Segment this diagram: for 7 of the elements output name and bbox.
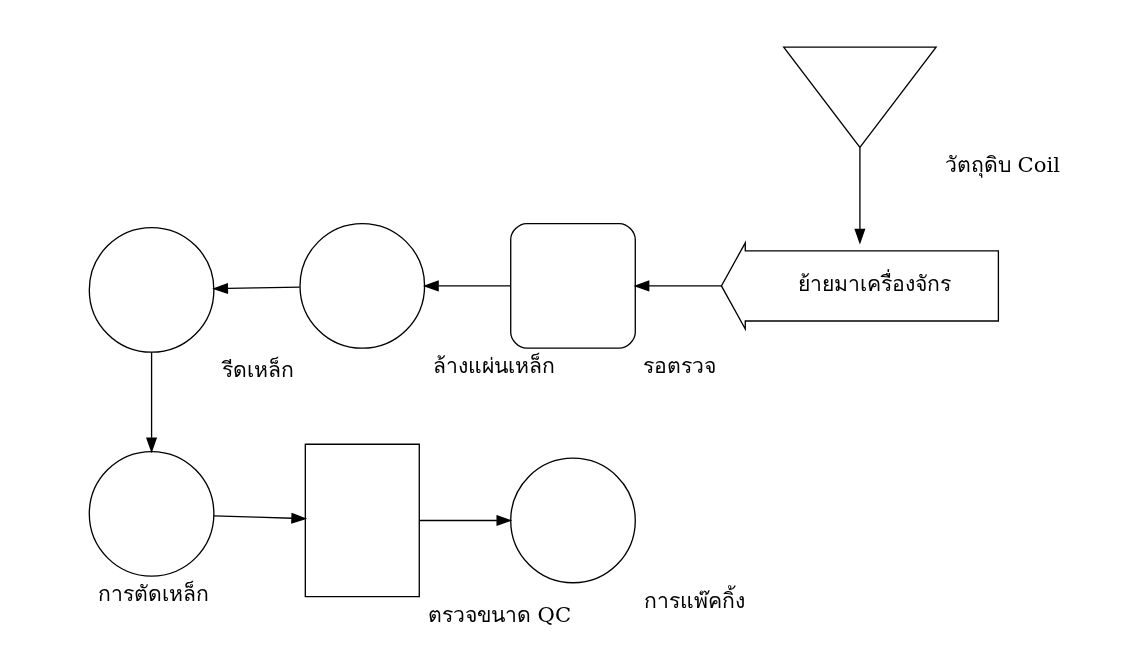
node-label: รอตรวจ — [643, 353, 717, 379]
node-label: ตรวจขนาด QC — [427, 601, 572, 627]
node-label: วัตถุดิบ Coil — [944, 152, 1060, 178]
node-label: การตัดเหล็ก — [97, 581, 209, 607]
node-label: ล้างแผ่นเหล็ก — [433, 353, 556, 379]
node-label: รีดเหล็ก — [221, 357, 294, 383]
node-label: การแพ๊คกิ้ง — [643, 587, 745, 613]
